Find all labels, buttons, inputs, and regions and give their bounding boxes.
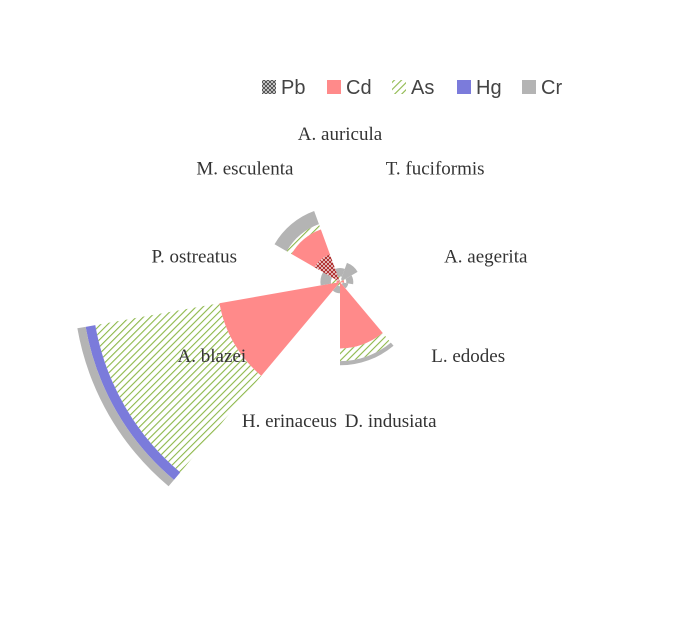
wedge-m-esculenta-pb bbox=[314, 254, 340, 282]
wedge-a-auricula-as bbox=[338, 276, 342, 282]
legend-label-as: As bbox=[411, 77, 434, 99]
wedge-d-indusiata-as bbox=[340, 332, 391, 362]
wedge-d-indusiata-cd bbox=[340, 282, 383, 349]
wedge-a-blazei-cd bbox=[219, 282, 340, 376]
wedge-t-fuciformis-as bbox=[340, 279, 343, 282]
wedge-l-edodes-as bbox=[340, 282, 343, 285]
wedge-d-indusiata-cr bbox=[340, 342, 394, 366]
category-label-a-blazei: A. blazei bbox=[178, 346, 247, 367]
chart-legend: Pb Cd As Hg Cr bbox=[262, 77, 562, 99]
wedge-a-aegerita-cd bbox=[340, 279, 345, 283]
wedge-p-ostreatus-cd bbox=[336, 280, 340, 283]
category-label-m-esculenta: M. esculenta bbox=[196, 159, 294, 180]
legend-swatch-pb bbox=[262, 80, 276, 94]
legend-label-cd: Cd bbox=[346, 77, 372, 99]
wedge-a-blazei-as bbox=[95, 303, 262, 473]
category-label-h-erinaceus: H. erinaceus bbox=[242, 411, 337, 432]
legend-label-cr: Cr bbox=[541, 77, 562, 99]
wedge-a-aegerita-cr bbox=[345, 275, 354, 285]
wedge-p-ostreatus-as bbox=[330, 277, 337, 284]
wedge-p-ostreatus-cr bbox=[320, 272, 333, 286]
legend-label-hg: Hg bbox=[476, 77, 502, 99]
legend-swatch-as bbox=[392, 80, 406, 94]
wedge-a-auricula-cr bbox=[335, 268, 345, 277]
category-label-d-indusiata: D. indusiata bbox=[345, 411, 437, 432]
legend-swatch-hg bbox=[457, 80, 471, 94]
wedge-a-blazei-hg bbox=[85, 325, 181, 480]
wedge-a-aegerita-as bbox=[343, 278, 347, 284]
wedge-l-edodes-cd bbox=[340, 282, 341, 283]
category-label-t-fuciformis: T. fuciformis bbox=[386, 159, 485, 180]
wedge-t-fuciformis-cr bbox=[340, 262, 358, 281]
category-label-a-auricula: A. auricula bbox=[298, 124, 383, 145]
legend-swatch-cr bbox=[522, 80, 536, 94]
category-label-l-edodes: L. edodes bbox=[431, 346, 505, 367]
legend-label-pb: Pb bbox=[281, 77, 305, 99]
wedge-l-edodes-cr bbox=[341, 282, 349, 289]
category-label-a-aegerita: A. aegerita bbox=[444, 246, 528, 267]
wedge-a-blazei-cr bbox=[77, 326, 174, 487]
wedge-h-erinaceus-as bbox=[337, 282, 340, 287]
wedge-m-esculenta-as bbox=[286, 224, 321, 254]
wedge-m-esculenta-cr bbox=[274, 210, 319, 252]
legend-swatch-cd bbox=[327, 80, 341, 94]
wedge-h-erinaceus-cr bbox=[332, 285, 340, 294]
rose-wedges bbox=[77, 210, 394, 487]
wedge-m-esculenta-cd bbox=[291, 229, 330, 268]
category-label-p-ostreatus: P. ostreatus bbox=[151, 246, 237, 267]
